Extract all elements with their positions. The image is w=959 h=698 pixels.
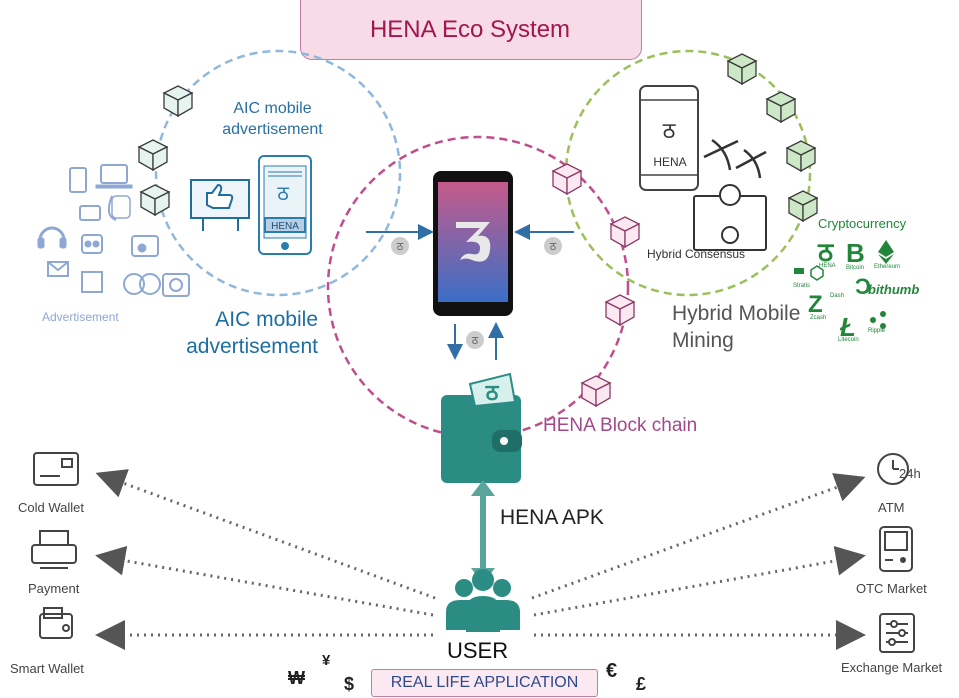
printer-icon bbox=[31, 530, 77, 569]
sliders-icon bbox=[879, 613, 915, 653]
dollar-symbol: $ bbox=[344, 674, 355, 694]
left-circle bbox=[154, 49, 402, 297]
cryptocurrency-label: Cryptocurrency bbox=[818, 216, 907, 231]
coin-stratis: Stratis bbox=[793, 283, 811, 289]
payment-label: Payment bbox=[28, 581, 80, 596]
token-coin-icon bbox=[391, 237, 562, 349]
svg-text:Ł: Ł bbox=[839, 312, 856, 342]
yen-symbol: ¥ bbox=[322, 652, 331, 669]
hena-apk-label: HENA APK bbox=[500, 506, 604, 529]
coin-zcash: Zcash bbox=[810, 315, 827, 321]
euro-symbol: € bbox=[606, 660, 618, 682]
svg-text:ठ: ठ bbox=[550, 241, 557, 253]
exchange-market-label: Exchange Market bbox=[841, 660, 943, 675]
phone-badge: HENA bbox=[271, 221, 299, 232]
svg-text:ठ: ठ bbox=[817, 237, 835, 267]
clock-24h-icon: 24h bbox=[877, 453, 921, 485]
svg-text:ठ: ठ bbox=[472, 335, 479, 347]
otc-market-label: OTC Market bbox=[856, 581, 927, 596]
atm-label: ATM bbox=[878, 500, 905, 515]
real-life-application-label: REAL LIFE APPLICATION bbox=[371, 669, 598, 697]
svg-text:Z: Z bbox=[808, 291, 823, 318]
pound-symbol: £ bbox=[636, 674, 647, 694]
svg-text:ठ: ठ bbox=[485, 380, 500, 405]
handheld-icon bbox=[879, 526, 913, 572]
main-phone bbox=[433, 171, 513, 316]
cold-wallet-label: Cold Wallet bbox=[18, 500, 84, 515]
wallet-icon: ठ bbox=[441, 372, 522, 483]
coin-dash: Dash bbox=[830, 293, 845, 299]
hybrid-consensus-icon bbox=[693, 184, 767, 251]
hybrid-mobile-mining-label: Hybrid Mobile Mining bbox=[672, 302, 801, 352]
coin-hena: HENA bbox=[819, 263, 836, 269]
coin-bitcoin: Bitcoin bbox=[846, 265, 865, 271]
user-label: USER bbox=[447, 638, 509, 663]
user-group-icon bbox=[446, 569, 520, 632]
coin-ethereum: Ethereum bbox=[874, 264, 901, 270]
svg-text:B: B bbox=[846, 238, 865, 268]
phone-icon: ठ bbox=[258, 155, 312, 255]
card-icon bbox=[33, 452, 79, 486]
crypto-logos: ठ B Ɔ Z Ł bbox=[794, 237, 894, 342]
svg-text:24h: 24h bbox=[899, 466, 921, 481]
cube-icon bbox=[138, 85, 193, 216]
advertisement-icons bbox=[37, 164, 190, 297]
smart-wallet-label: Smart Wallet bbox=[10, 661, 84, 676]
svg-text:Ɔ: Ɔ bbox=[855, 274, 871, 299]
svg-text:ठ: ठ bbox=[663, 118, 677, 143]
won-symbol: ₩ bbox=[288, 668, 305, 688]
hybrid-consensus-label: Hybrid Consensus bbox=[647, 247, 746, 261]
smart-wallet-icon bbox=[39, 607, 73, 639]
phone-icon: ठ bbox=[639, 85, 699, 191]
thumbs-up-icon bbox=[190, 179, 250, 231]
coin-ripple: Ripple bbox=[868, 328, 886, 334]
block-chain-label: HENA Block chain bbox=[543, 415, 698, 436]
pickaxe-icon bbox=[703, 138, 767, 179]
coin-bithumb: bithumb bbox=[868, 282, 920, 297]
advertisement-label: Advertisement bbox=[42, 310, 119, 324]
aic-big-label: AIC mobile advertisement bbox=[186, 308, 318, 358]
phone-label: HENA bbox=[653, 155, 687, 169]
aic-small-label: AIC mobile advertisement bbox=[222, 100, 323, 138]
cube-icon bbox=[552, 163, 640, 407]
diagram-title: HENA Eco System bbox=[369, 16, 571, 43]
svg-text:ठ: ठ bbox=[397, 241, 404, 253]
title-box bbox=[300, 0, 642, 60]
coin-litecoin: Litecoin bbox=[838, 337, 859, 343]
svg-text:ठ: ठ bbox=[277, 183, 289, 205]
